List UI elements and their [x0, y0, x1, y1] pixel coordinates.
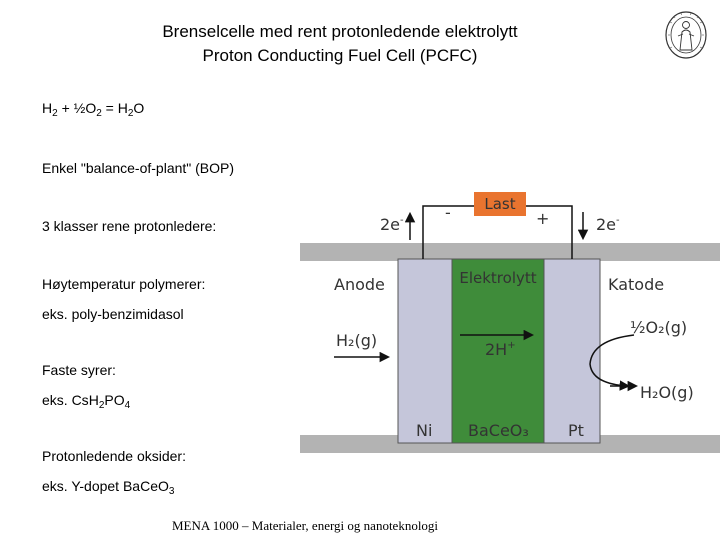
- anode-material-label: Ni: [416, 421, 432, 440]
- polymers-example: eks. poly-benzimidasol: [42, 306, 184, 322]
- load-label: Last: [484, 195, 515, 213]
- electrons-left-label: 2e-: [380, 215, 404, 234]
- circuit-wire-right: [526, 205, 573, 259]
- bop-text: Enkel "balance-of-plant" (BOP): [42, 160, 235, 176]
- reaction-equation: H2 + ½O2 = H2O: [42, 100, 145, 119]
- electrolyte-material-label: BaCeO₃: [468, 421, 529, 440]
- electrons-right-label: 2e-: [596, 215, 620, 234]
- slide-title: Brenselcelle med rent protonledende elek…: [60, 20, 620, 68]
- footer-course: MENA 1000 – Materialer, energi og nanote…: [172, 518, 439, 533]
- anode-layer: [397, 258, 453, 444]
- load-box: [474, 192, 526, 216]
- classes-heading: 3 klasser rene protonledere:: [42, 218, 217, 234]
- electrolyte-layer: [451, 258, 545, 444]
- minus-terminal: -: [445, 203, 451, 222]
- university-seal-icon: [665, 11, 707, 59]
- acids-example: eks. CsH2PO4: [42, 392, 131, 411]
- water-gas-label: H₂O(g): [640, 383, 694, 402]
- oxygen-flow-arrow: [589, 334, 635, 391]
- oxides-example: eks. Y-dopet BaCeO3: [42, 478, 175, 497]
- acids-heading: Faste syrer:: [42, 362, 116, 378]
- polymers-heading: Høytemperatur polymerer:: [42, 276, 206, 292]
- circuit-wire-left: [422, 205, 474, 259]
- h2-gas-label: H₂(g): [336, 331, 377, 350]
- electrolyte-label: Elektrolytt: [459, 269, 536, 287]
- proton-label: 2H+: [485, 340, 516, 359]
- cathode-label: Katode: [608, 275, 664, 294]
- fuel-cell-diagram: Last - + 2e- 2e- Anode Elektrolytt Katod…: [300, 192, 720, 453]
- title-norwegian: Brenselcelle med rent protonledende elek…: [162, 22, 518, 41]
- cathode-material-label: Pt: [568, 421, 584, 440]
- title-english: Proton Conducting Fuel Cell (PCFC): [202, 46, 478, 65]
- cathode-layer: [543, 258, 601, 444]
- plus-terminal: +: [536, 209, 549, 228]
- anode-label: Anode: [334, 275, 385, 294]
- top-plate: [300, 243, 720, 261]
- half-o2-gas-label: ½O₂(g): [630, 318, 687, 337]
- oxides-heading: Protonledende oksider:: [42, 448, 186, 464]
